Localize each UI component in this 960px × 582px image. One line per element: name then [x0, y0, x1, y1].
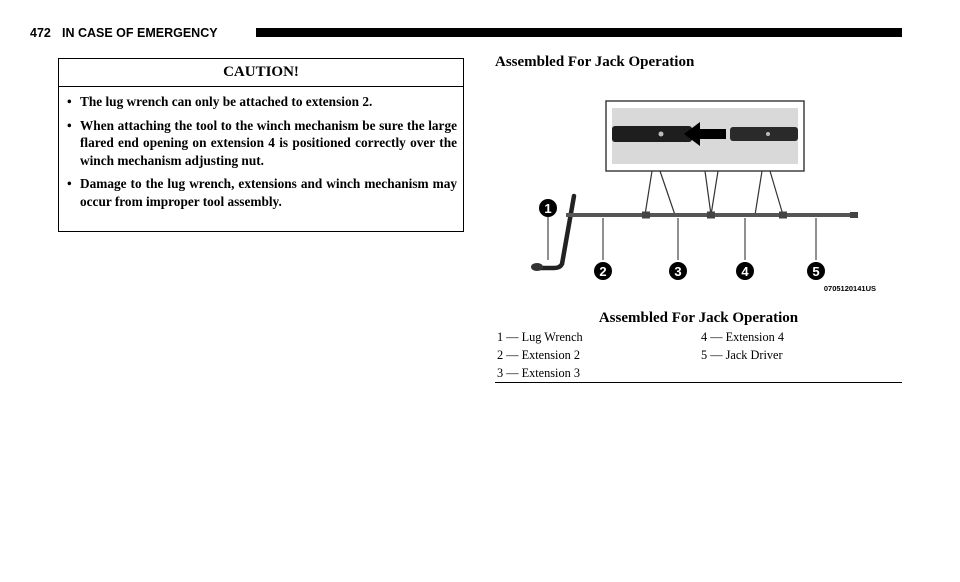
inset-leader [754, 170, 763, 216]
inset-hole-left [658, 131, 664, 137]
caution-item: When attaching the tool to the winch mec… [67, 117, 457, 170]
callout-badge [736, 262, 754, 280]
caution-box: CAUTION! The lug wrench can only be atta… [58, 58, 464, 232]
extension-coupler [707, 211, 715, 219]
inset-extension-left [612, 126, 692, 142]
legend-row: 1 — Lug Wrench 4 — Extension 4 [497, 328, 902, 346]
caution-list: The lug wrench can only be attached to e… [59, 87, 463, 210]
figure-heading: Assembled For Jack Operation [495, 54, 695, 70]
caution-title: CAUTION! [59, 59, 463, 87]
callout-number: 2 [599, 264, 606, 279]
legend-row: 3 — Extension 3 [497, 364, 902, 382]
jack-assembly-illustration: 1 2 3 4 5 0705120141US [531, 100, 876, 293]
figure-caption: Assembled For Jack Operation [598, 310, 799, 326]
lug-wrench [535, 193, 577, 271]
callout-badge [539, 199, 557, 217]
inset-leader [644, 170, 653, 216]
caution-item: Damage to the lug wrench, extensions and… [67, 175, 457, 210]
caution-item: The lug wrench can only be attached to e… [67, 93, 457, 111]
callout-badge [669, 262, 687, 280]
callout-badge [807, 262, 825, 280]
callout-number: 1 [544, 201, 551, 216]
figure-legend: 1 — Lug Wrench 4 — Extension 4 2 — Exten… [497, 328, 902, 382]
inset-leader [769, 170, 784, 216]
legend-entry: 4 — Extension 4 [701, 330, 784, 344]
arrow-icon [684, 122, 726, 146]
legend-entry: 2 — Extension 2 [497, 348, 580, 362]
extension-coupler [779, 211, 787, 219]
jack-driver-tip [850, 212, 858, 218]
callout-number: 3 [674, 264, 681, 279]
section-title: IN CASE OF EMERGENCY [62, 26, 218, 40]
lug-wrench-socket [531, 263, 543, 271]
page-number: 472 [30, 26, 51, 40]
legend-divider [495, 382, 902, 383]
legend-entry: 5 — Jack Driver [701, 348, 783, 362]
legend-entry: 3 — Extension 3 [497, 366, 580, 380]
inset-leader [659, 170, 676, 216]
callout-number: 4 [741, 264, 749, 279]
callout-badge [594, 262, 612, 280]
inset-hole-right [766, 132, 770, 136]
header-rule [256, 28, 902, 37]
legend-entry: 1 — Lug Wrench [497, 330, 583, 344]
inset-leader [704, 170, 712, 216]
image-code: 0705120141US [824, 284, 876, 293]
legend-row: 2 — Extension 2 5 — Jack Driver [497, 346, 902, 364]
page-header: 472 IN CASE OF EMERGENCY [30, 26, 902, 40]
inset-extension-right [730, 127, 798, 141]
extension-coupler [642, 211, 650, 219]
callout-number: 5 [812, 264, 819, 279]
inset-leader [710, 170, 719, 216]
